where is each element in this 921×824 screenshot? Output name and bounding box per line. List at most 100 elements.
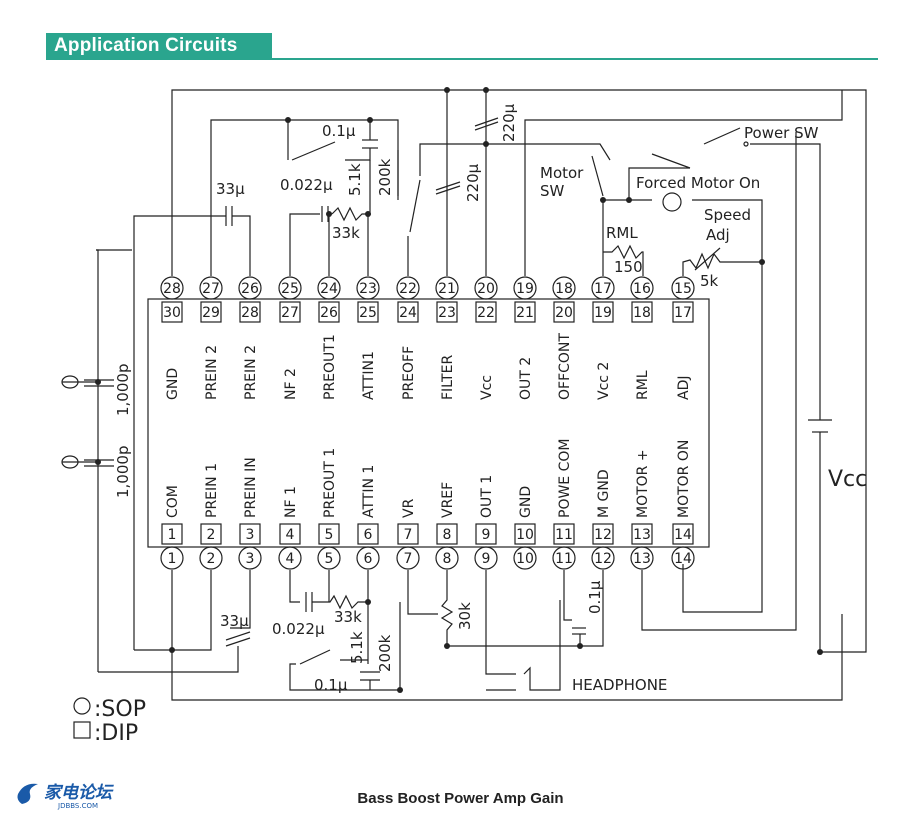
bottom-pin-name: OUT 1: [479, 475, 495, 518]
bottom-pin-dip-box: [475, 523, 497, 545]
bottom-pin-sop-number: 3: [246, 551, 255, 567]
bottom-pin-dip-box: [514, 523, 536, 545]
bottom-pin-name: NF 1: [283, 486, 299, 518]
top-pin-sop-number: 20: [477, 281, 495, 297]
bottom-pin-dip-box: [279, 523, 301, 545]
label-c220-mid: 220μ: [464, 163, 482, 202]
top-pin-name: PREOFF: [401, 346, 417, 400]
top-pin-dip-box: [200, 301, 222, 323]
bottom-pin-name: GND: [518, 486, 534, 518]
top-pin-name: ADJ: [676, 376, 692, 401]
bottom-pin-sop-circle: [552, 546, 576, 570]
bottom-pin-dip-box: [239, 523, 261, 545]
label-c1000-a: 1,000p: [114, 364, 132, 416]
top-pin-dip-number: 28: [241, 305, 259, 321]
bottom-pin-dip-number: 8: [443, 527, 452, 543]
bottom-pin-sop-number: 9: [482, 551, 491, 567]
bottom-pin-name: MOTOR ON: [676, 440, 692, 518]
top-pin-sop-circle: [591, 276, 615, 300]
bottom-pin-name: ATTIN 1: [361, 465, 377, 518]
top-pin-dip-number: 24: [399, 305, 417, 321]
top-pin-sop-number: 24: [320, 281, 338, 297]
top-pin-dip-number: 17: [674, 305, 692, 321]
top-pin-sop-number: 19: [516, 281, 534, 297]
label-c1000-b: 1,000p: [114, 446, 132, 498]
bottom-pin-name: COM: [165, 485, 181, 518]
bottom-pin-sop-number: 4: [286, 551, 295, 567]
bottom-pin-sop-circle: [396, 546, 420, 570]
bottom-pin-sop-circle: [435, 546, 459, 570]
bottom-pin-dip-number: 2: [207, 527, 216, 543]
top-pin-sop-circle: [396, 276, 420, 300]
top-pin-sop-number: 15: [674, 281, 692, 297]
bottom-pin-sop-circle: [630, 546, 654, 570]
header-bar: [46, 33, 272, 59]
bottom-pin-sop-circle: [278, 546, 302, 570]
legend-sop: :SOP: [94, 697, 146, 722]
top-pin-sop-circle: [474, 276, 498, 300]
label-c220-top: 220μ: [500, 103, 518, 142]
bottom-pin-sop-circle: [474, 546, 498, 570]
top-pin-sop-number: 27: [202, 281, 220, 297]
label-power-sw: Power SW: [744, 124, 819, 142]
top-pin-dip-number: 19: [594, 305, 612, 321]
bottom-pin-sop-number: 10: [516, 551, 534, 567]
component-labels: Power SW Motor SW Forced Motor On Speed …: [114, 103, 867, 694]
bottom-pin-name: VREF: [440, 482, 456, 518]
top-pin-dip-number: 25: [359, 305, 377, 321]
bottom-pin-dip-number: 12: [594, 527, 612, 543]
label-speed-2: Adj: [706, 226, 730, 244]
top-pin-dip-box: [672, 301, 694, 323]
top-pin-sop-circle: [238, 276, 262, 300]
junction-dots: [95, 87, 823, 693]
label-rml: RML: [606, 224, 638, 242]
bottom-pin-sop-circle: [317, 546, 341, 570]
top-pin-sop-number: 23: [359, 281, 377, 297]
top-pin-sop-number: 21: [438, 281, 456, 297]
top-pin-dip-box: [553, 301, 575, 323]
label-vcc: Vcc: [828, 467, 867, 492]
bottom-pin-name: PREIN 1: [204, 463, 220, 518]
top-pin-sop-number: 25: [281, 281, 299, 297]
top-pin-dip-number: 23: [438, 305, 456, 321]
bottom-pin-dip-box: [161, 523, 183, 545]
top-pin-name: PREIN 2: [243, 345, 259, 400]
label-forced-motor: Forced Motor On: [636, 174, 760, 192]
wiring: [61, 89, 867, 701]
top-pin-name: OUT 2: [518, 357, 534, 400]
top-pin-dip-box: [397, 301, 419, 323]
bottom-pin-dip-number: 10: [516, 527, 534, 543]
bottom-pin-sop-circle: [513, 546, 537, 570]
top-pin-dip-box: [239, 301, 261, 323]
label-speed-1: Speed: [704, 206, 751, 224]
watermark-logo: 家电论坛 JDBBS.COM: [17, 783, 114, 810]
label-c0022-top: 0.022μ: [280, 176, 333, 194]
figure-caption: Bass Boost Power Amp Gain: [357, 790, 564, 807]
top-pin-dip-box: [475, 301, 497, 323]
bottom-pin-name: POWE COM: [557, 439, 573, 518]
top-pin-name: ATTIN1: [361, 351, 377, 400]
top-pin-sop-circle: [630, 276, 654, 300]
header-rule: [46, 58, 878, 60]
sop-circle-icon: [73, 697, 91, 715]
logo-sub: JDBBS.COM: [57, 802, 98, 810]
top-pin-dip-number: 21: [516, 305, 534, 321]
dip-square-icon: [73, 721, 91, 739]
label-r5k: 5k: [700, 272, 719, 290]
bottom-pin-sop-circle: [238, 546, 262, 570]
bottom-pin-dip-box: [436, 523, 458, 545]
bottom-pin-dip-box: [357, 523, 379, 545]
top-pin-dip-box: [161, 301, 183, 323]
label-motor-sw-2: SW: [540, 182, 565, 200]
top-pin-dip-box: [436, 301, 458, 323]
label-c33-top: 33μ: [216, 180, 245, 198]
bottom-pin-dip-box: [318, 523, 340, 545]
bottom-pin-dip-number: 7: [404, 527, 413, 543]
top-pin-dip-number: 29: [202, 305, 220, 321]
label-headphone: HEADPHONE: [572, 676, 667, 694]
bottom-pin-sop-number: 8: [443, 551, 452, 567]
bottom-pin-dip-box: [397, 523, 419, 545]
top-pin-sop-number: 26: [241, 281, 259, 297]
top-pin-sop-circle: [356, 276, 380, 300]
